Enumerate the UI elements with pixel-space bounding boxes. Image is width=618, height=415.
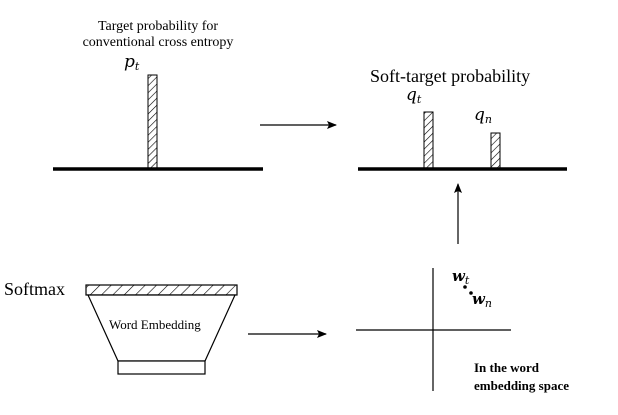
pt-subscript: t bbox=[134, 60, 140, 73]
pt-label: pt bbox=[124, 52, 140, 74]
softmax-label: Softmax bbox=[4, 279, 65, 299]
wt-symbol: w bbox=[452, 267, 465, 285]
word-embedding-label: Word Embedding bbox=[109, 317, 201, 332]
qt-symbol: q bbox=[406, 85, 417, 105]
target-title-line2: conventional cross entropy bbox=[82, 35, 234, 51]
pt-symbol: p bbox=[124, 52, 135, 72]
target-bar-pt bbox=[147, 74, 158, 169]
qt-subscript: t bbox=[416, 93, 422, 106]
qn-symbol: q bbox=[474, 105, 485, 125]
softmax-hatched-bar bbox=[85, 284, 238, 296]
qt-label: qt bbox=[406, 85, 422, 107]
qn-label: qn bbox=[474, 105, 492, 127]
soft-title: Soft-target probability bbox=[370, 66, 531, 86]
point-wn bbox=[469, 291, 473, 295]
embedding-space-label: In the word embedding space bbox=[474, 360, 569, 394]
qn-subscript: n bbox=[484, 113, 492, 126]
target-title: Target probability for conventional cros… bbox=[62, 19, 254, 51]
embedding-space-line1: In the word bbox=[474, 360, 540, 375]
embedding-space-line2: embedding space bbox=[474, 377, 569, 393]
soft-bar-qt bbox=[423, 111, 434, 169]
wn-symbol: w bbox=[472, 290, 485, 308]
point-wt bbox=[463, 285, 467, 289]
wn-label: wn bbox=[472, 290, 493, 311]
target-title-line1: Target probability for bbox=[97, 19, 219, 34]
soft-bar-qn bbox=[490, 132, 501, 169]
wt-label: wt bbox=[452, 267, 470, 288]
wt-subscript: t bbox=[464, 274, 470, 287]
embedding-input-box bbox=[117, 360, 206, 375]
wn-subscript: n bbox=[484, 297, 493, 310]
